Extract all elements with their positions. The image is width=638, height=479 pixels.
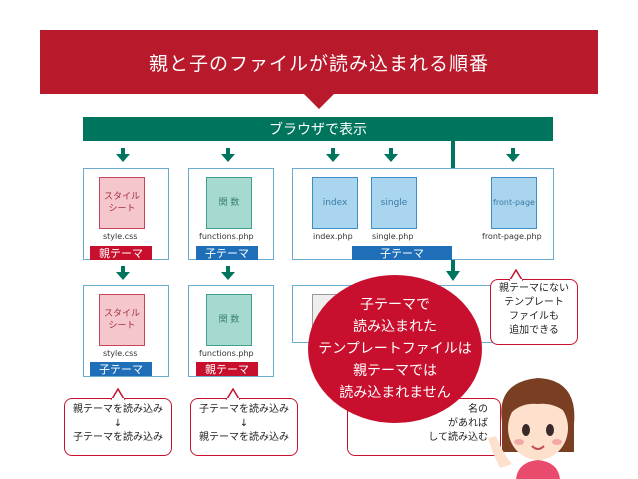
circle-line: 親テーマでは (353, 363, 437, 379)
callout-pointer (508, 269, 524, 281)
circle-line: 読み込まれません (339, 385, 451, 401)
callout-line: して読み込む (428, 432, 488, 443)
callout-line: 子テーマを読み込み (73, 432, 163, 443)
child-theme-label-top: 子テーマ (196, 246, 258, 260)
callout-line: 親テーマにない (499, 283, 569, 294)
callout-line: ファイルも (509, 311, 559, 322)
title-pointer (303, 93, 335, 109)
child-theme-label-templates: 子テーマ (352, 246, 452, 260)
style-order-callout: 親テーマを読み込み ↓ 子テーマを読み込み (64, 398, 172, 456)
callout-pointer (225, 388, 241, 400)
front-page-filename: front-page.php (482, 232, 542, 241)
callout-arrow: ↓ (113, 418, 123, 429)
functions-doc-bottom: 関 数 (206, 294, 252, 346)
girl-character-illustration (488, 378, 575, 479)
circle-line: テンプレートファイルは (318, 341, 472, 357)
index-doc: index (312, 177, 358, 229)
title-banner: 親と子のファイルが読み込まれる順番 (40, 30, 598, 94)
diagram-title: 親と子のファイルが読み込まれる順番 (148, 52, 489, 75)
parent-theme-label-bottom: 親テーマ (196, 362, 258, 376)
parent-theme-label-top: 親テーマ (90, 246, 152, 260)
front-page-doc: front-page (491, 177, 537, 229)
stylesheet-doc-top: スタイル シート (99, 177, 145, 229)
callout-pointer (110, 388, 126, 400)
warning-circle: 子テーマで 読み込まれた テンプレートファイルは 親テーマでは 読み込まれません (308, 275, 482, 423)
callout-line: 名の (468, 404, 488, 415)
front-page-callout: 親テーマにない テンプレート ファイルも 追加できる (490, 279, 578, 345)
callout-line: 親テーマを読み込み (199, 432, 289, 443)
functions-filename-bottom: functions.php (199, 349, 254, 358)
style-filename-top: style.css (103, 232, 138, 241)
child-theme-label-bottom: 子テーマ (90, 362, 152, 376)
callout-line: 親テーマを読み込み (73, 404, 163, 415)
circle-line: 読み込まれた (353, 319, 437, 335)
functions-doc-top: 関 数 (206, 177, 252, 229)
browser-bar: ブラウザで表示 (83, 117, 553, 141)
callout-line: があれば (448, 418, 488, 429)
callout-line: 追加できる (509, 325, 559, 336)
callout-arrow: ↓ (239, 418, 249, 429)
functions-filename-top: functions.php (199, 232, 254, 241)
single-filename: single.php (372, 232, 414, 241)
single-doc: single (371, 177, 417, 229)
callout-line: テンプレート (504, 297, 564, 308)
index-filename: index.php (313, 232, 353, 241)
browser-label: ブラウザで表示 (269, 122, 367, 138)
callout-line: 子テーマを読み込み (199, 404, 289, 415)
circle-line: 子テーマで (360, 297, 430, 313)
stylesheet-doc-bottom: スタイル シート (99, 294, 145, 346)
style-filename-bottom: style.css (103, 349, 138, 358)
functions-order-callout: 子テーマを読み込み ↓ 親テーマを読み込み (190, 398, 298, 456)
